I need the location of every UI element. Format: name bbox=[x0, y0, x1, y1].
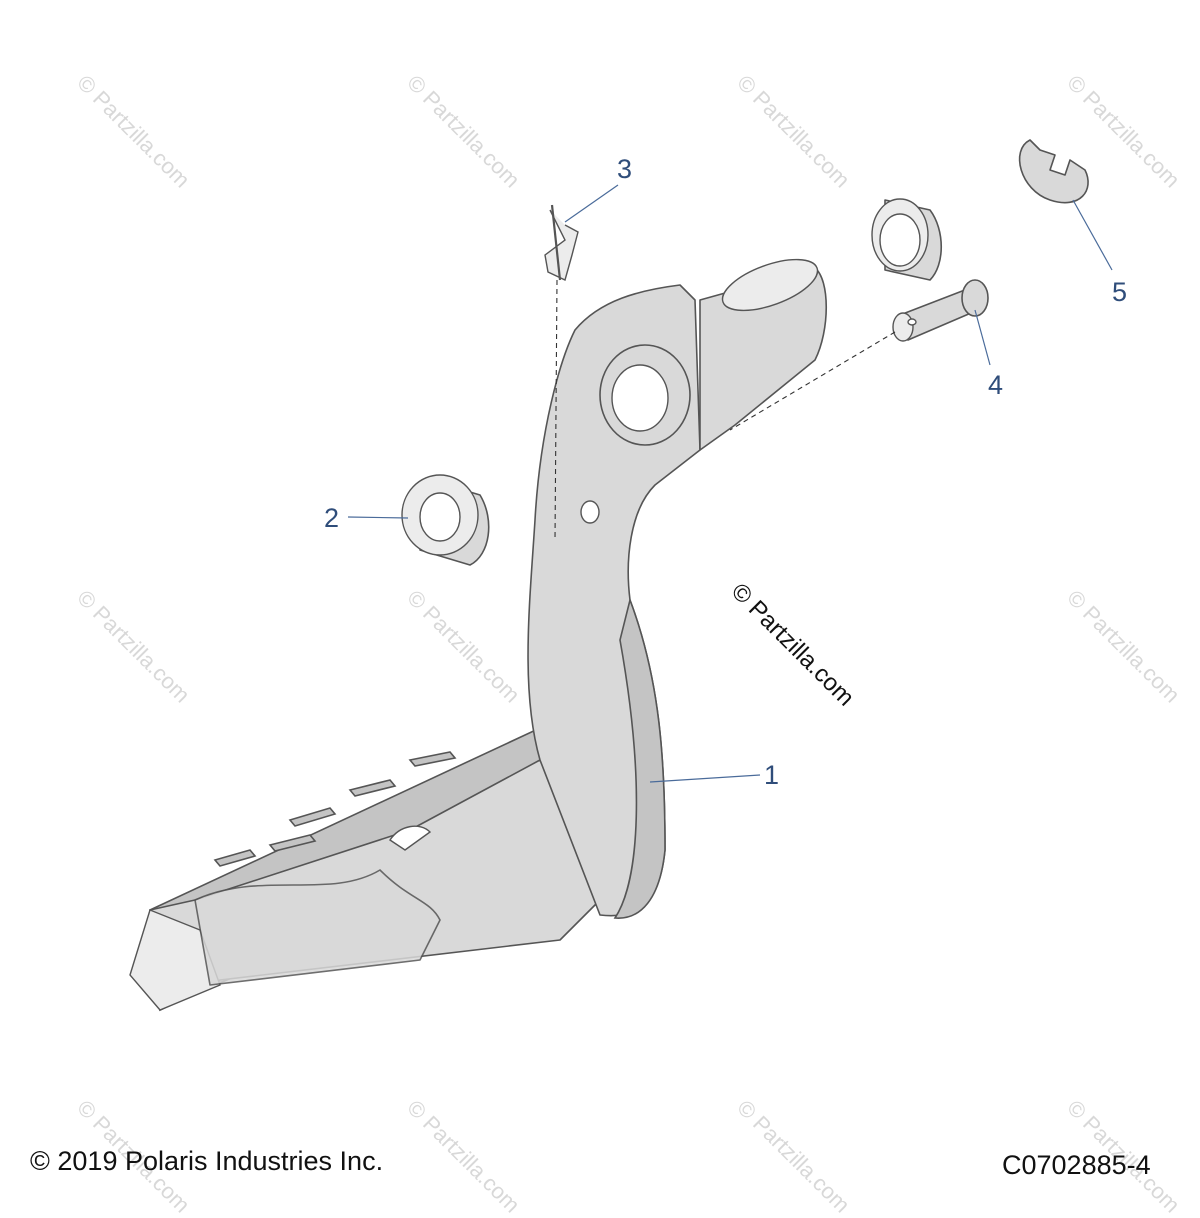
callout-5: 5 bbox=[1112, 277, 1128, 307]
callout-2: 2 bbox=[324, 503, 340, 533]
figure-id: C0702885-4 bbox=[1002, 1150, 1151, 1180]
bushing-part-2 bbox=[401, 474, 490, 566]
callout-3: 3 bbox=[617, 154, 633, 184]
brake-pedal-part bbox=[129, 258, 827, 1012]
leader-5 bbox=[1072, 199, 1113, 271]
copyright-notice: © 2019 Polaris Industries Inc. bbox=[30, 1146, 384, 1176]
assembly-line-4 bbox=[729, 331, 896, 431]
leader-1 bbox=[649, 774, 761, 783]
leader-2 bbox=[347, 516, 409, 519]
callout-1: 1 bbox=[764, 760, 780, 790]
leader-4 bbox=[974, 309, 991, 366]
assembly-line-3 bbox=[554, 279, 558, 541]
e-clip-part-5 bbox=[1018, 139, 1089, 204]
clevis-pin-part-4 bbox=[871, 198, 989, 342]
leader-3 bbox=[564, 184, 619, 223]
hairpin-clip-part-3 bbox=[544, 204, 579, 281]
callout-4: 4 bbox=[988, 370, 1004, 400]
